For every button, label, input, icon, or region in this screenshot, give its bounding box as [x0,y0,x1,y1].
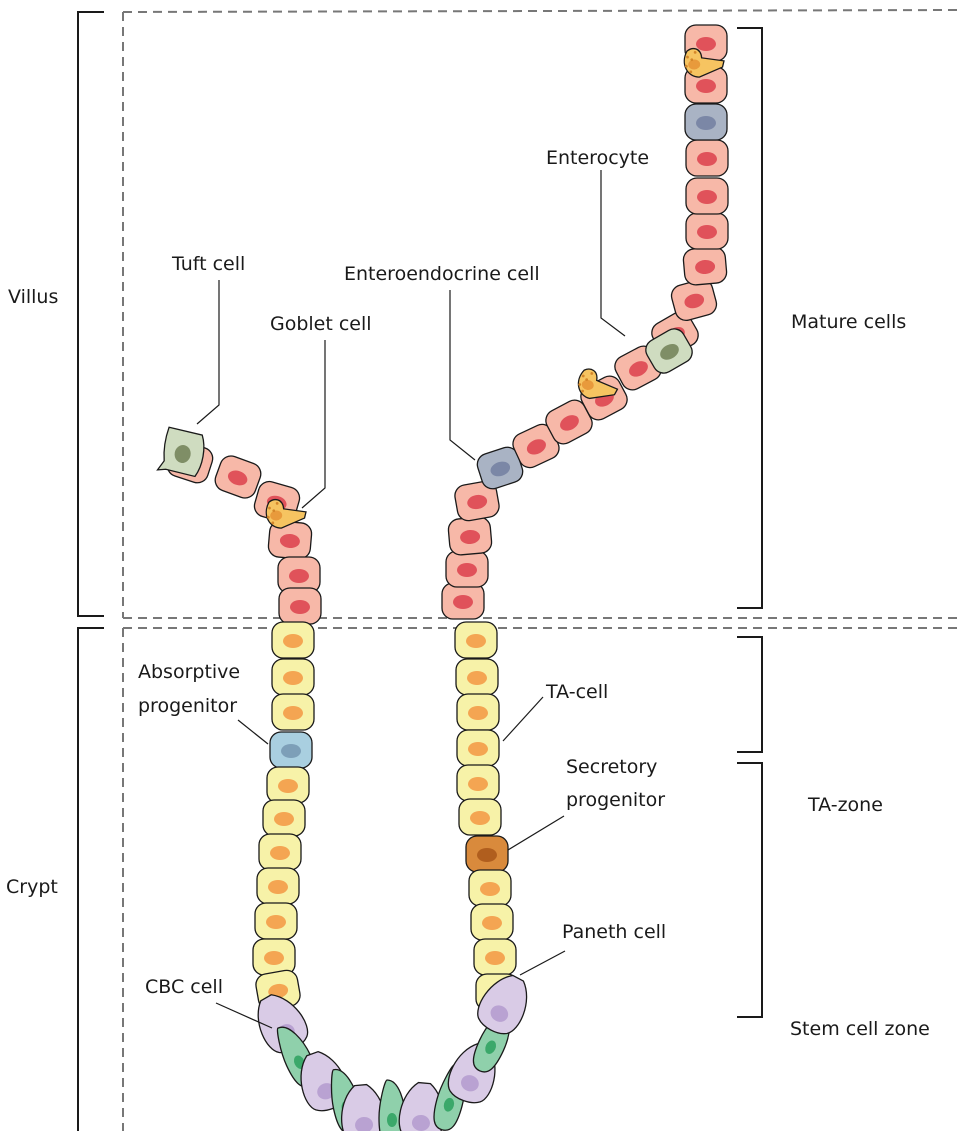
ta-cell-left-3 [259,834,301,870]
label-ta-cell: TA-cell [545,681,608,703]
leader-paneth [520,951,565,975]
ta-cell-right-lower-3 [474,939,516,975]
leader-ta-cell [503,697,543,741]
leader-goblet [302,340,325,508]
ta-cell-right-2 [456,659,498,695]
leader-secretory [508,816,564,850]
label-absorptive-line1: Absorptive [138,661,240,683]
tuft-cell [158,427,207,478]
bracket-mature [737,28,762,608]
zone-boundaries [123,10,959,1131]
ta-cell-right-lower-1 [469,870,511,906]
enterocyte-rightlow-1 [442,583,484,619]
label-enteroendocrine-cell: Enteroendocrine cell [344,263,540,285]
region-label-ta-zone: TA-zone [807,794,883,816]
label-tuft-cell: Tuft cell [171,253,245,275]
region-label-mature: Mature cells [791,311,906,333]
zone-label-crypt: Crypt [6,876,58,898]
enterocyte-rightlow-3 [448,516,493,556]
label-goblet-cell: Goblet cell [270,313,372,335]
label-paneth-cell: Paneth cell [562,921,666,943]
enterocyte-rightlow-2 [446,551,488,587]
ta-cell-right-6 [459,799,501,835]
leader-enterocyte [601,170,625,336]
enterocyte-right-8 [686,213,728,249]
ta-cell-right-5 [457,765,499,801]
bracket-villus [78,12,104,616]
enterocyte-right-7 [683,246,728,286]
ta-cell-right-lower-2 [471,904,513,940]
label-cbc-cell: CBC cell [145,976,223,998]
leader-tuft [197,280,219,424]
enteroendocrine-cell-top [685,104,727,140]
ta-cell-left-upper-3 [272,694,314,730]
zone-label-villus: Villus [8,286,58,308]
ta-cell-left-1 [267,767,309,803]
bracket-ta-zone [737,637,762,752]
enterocyte-left-6 [279,588,321,624]
enterocyte-left-2 [212,453,264,501]
ta-cell-right-1 [455,622,497,658]
ta-cell-left-4 [257,868,299,904]
enterocyte-right-9 [686,178,728,214]
crypt-boundary [123,628,959,1131]
bracket-stem-zone [737,763,762,1017]
label-enterocyte: Enterocyte [546,147,649,169]
brackets [78,12,762,1131]
ta-cell-left-6 [253,939,295,975]
region-label-stem-zone: Stem cell zone [790,1018,930,1040]
ta-cell-left-upper-2 [272,659,314,695]
enterocyte-right-10 [686,140,728,176]
ta-cell-left-2 [263,800,305,836]
cell-layer [158,25,728,1131]
leader-absorptive [238,720,268,744]
leader-enteroendocrine [450,290,475,460]
bracket-crypt [78,628,104,1131]
absorptive-progenitor [270,732,312,768]
label-secretory-line1: Secretory [566,756,657,778]
secretory-progenitor [466,836,508,872]
ta-cell-left-upper-1 [272,622,314,658]
ta-cell-right-3 [457,694,499,730]
ta-cell-left-5 [255,903,297,939]
label-absorptive-line2: progenitor [138,695,237,717]
ta-cell-right-4 [457,730,499,766]
label-secretory-line2: progenitor [566,789,665,811]
